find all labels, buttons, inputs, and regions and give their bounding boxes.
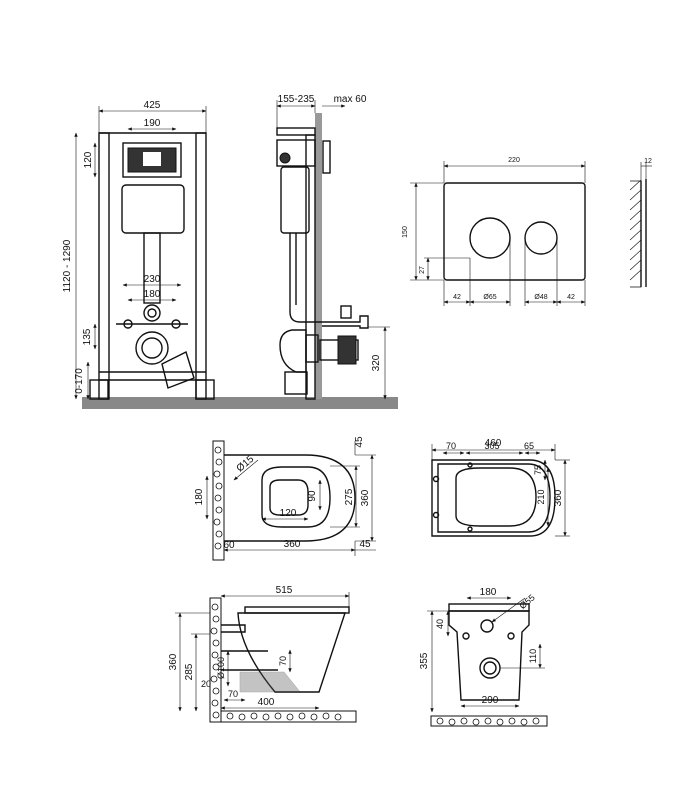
- frame-left-post: [98, 132, 110, 400]
- wall-section-2: [209, 597, 222, 723]
- dim-back-hole: Ø55: [517, 592, 536, 611]
- dim-front-inner-depth: 210: [536, 489, 546, 504]
- dim-back-bolt-spacing: 180: [480, 587, 497, 598]
- seat-lid: [244, 606, 350, 614]
- flush-plate-outline: [443, 182, 586, 281]
- dim-bottom-length: 360: [284, 539, 301, 550]
- dim-bolt-inner: 180: [144, 289, 161, 300]
- flush-mount-plate: [122, 142, 182, 178]
- dim-top-offset: 120: [83, 151, 94, 168]
- dim-button-width: 190: [144, 118, 161, 129]
- dim-front-total-depth: 360: [553, 489, 564, 506]
- dim-bolt-outer: 230: [144, 274, 161, 285]
- dim-depth-range: 155-235: [278, 94, 315, 105]
- dim-back-base-width: 290: [482, 695, 499, 706]
- seat-opening: [455, 467, 537, 527]
- installation-side-view: 155-235 max 60 320: [276, 94, 390, 400]
- dim-inner-width: 120: [280, 508, 297, 519]
- dim-front-top-depth: 75: [533, 465, 543, 475]
- dim-front-right: 65: [524, 441, 534, 451]
- back-outlet: [479, 657, 501, 679]
- side-cistern: [280, 166, 310, 234]
- bowl-back-body: [448, 610, 530, 701]
- dim-plate-width: 220: [508, 157, 520, 164]
- dim-button-offset: 27: [419, 266, 426, 274]
- installation-front-view: 425 190 120 1120 - 1290 230 180 135 0-17…: [62, 100, 398, 409]
- dim-back-bolt-height: 40: [435, 619, 445, 629]
- dim-side-height: 180: [194, 488, 205, 505]
- dim-front-mid: 305: [484, 441, 499, 451]
- bowl-front-outline: [431, 459, 556, 537]
- dim-top-gap: 45: [354, 436, 365, 448]
- dim-right-margin: 42: [567, 294, 575, 301]
- bowl-side-view: 515 360 285 Ø100 70 20 70 400: [168, 585, 357, 723]
- flush-button-small: [524, 221, 558, 255]
- dim-wall-offset: max 60: [334, 94, 367, 105]
- cistern: [121, 184, 185, 234]
- dim-height-range: 1120 - 1290: [62, 239, 73, 292]
- waste-pipe: [135, 331, 169, 365]
- flush-plate-view: 220 150 27 42 Ø65 Ø48 42 12: [402, 157, 652, 306]
- dim-side-length: 515: [276, 585, 293, 596]
- dim-bolt-height: 135: [82, 328, 93, 345]
- dim-rim-height: 285: [184, 663, 195, 680]
- dim-frame-width: 425: [144, 100, 161, 111]
- dim-outlet-height: 320: [371, 354, 382, 371]
- dim-inner-height: 90: [307, 490, 318, 502]
- dim-wall-gap: 60: [223, 540, 235, 551]
- flush-button-large: [469, 217, 511, 259]
- dim-bottom-gap: 45: [359, 539, 371, 550]
- bowl-top-view: Ø15 45 275 360 180 120 90 60 360 45: [194, 436, 376, 561]
- dim-front-width: 460: [485, 438, 502, 449]
- bowl-front-view: 460 70 305 65 75 210 360: [431, 438, 570, 537]
- dim-left-button: Ø65: [483, 294, 496, 301]
- dim-base-length: 400: [258, 697, 275, 708]
- dim-length-b: 360: [360, 489, 371, 506]
- dim-outlet-dia: Ø100: [216, 657, 226, 679]
- back-seat: [448, 603, 530, 612]
- drain-outlet: [143, 304, 161, 322]
- bowl-back-view: 180 Ø55 40 355 110 290: [419, 587, 548, 727]
- wall: [315, 113, 322, 399]
- dim-side-height: 360: [168, 653, 179, 670]
- dim-front-left: 70: [446, 441, 456, 451]
- dim-base-offset: 20: [201, 679, 211, 689]
- dim-foot: 70: [228, 689, 238, 699]
- dim-fix-hole: Ø15: [235, 454, 257, 475]
- dim-drop: 70: [278, 656, 288, 666]
- dim-length-a: 275: [344, 488, 355, 505]
- dim-plate-thickness: 12: [644, 158, 652, 165]
- dim-left-margin: 42: [453, 294, 461, 301]
- frame-right-post: [195, 132, 207, 400]
- side-flush-mount: [276, 139, 316, 167]
- dim-back-outlet-height: 110: [528, 649, 538, 663]
- dim-back-total-height: 355: [419, 652, 430, 669]
- dim-foot-range: 0-170: [74, 368, 85, 394]
- side-waste-bend: [279, 329, 307, 373]
- dim-right-button: Ø48: [534, 294, 547, 301]
- dim-plate-height: 150: [402, 226, 409, 238]
- floor-slab: [82, 397, 398, 409]
- bowl-side-body: [237, 612, 346, 693]
